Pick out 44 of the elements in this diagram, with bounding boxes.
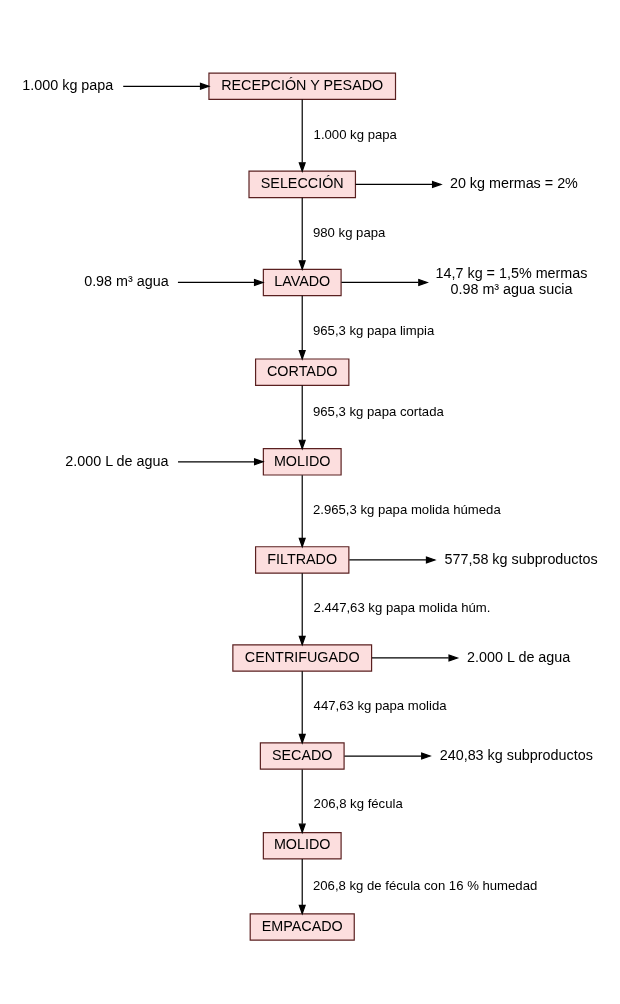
arrow <box>298 294 306 361</box>
edge-label: 965,3 kg papa limpia <box>312 322 435 338</box>
edge-label: 206,8 kg de fécula con 16 % humedad <box>312 877 538 893</box>
arrow <box>177 457 265 466</box>
node-box: CENTRIFUGADO <box>232 643 373 672</box>
arrow <box>298 384 306 450</box>
arrow <box>340 278 429 286</box>
node-box: MOLIDO <box>262 447 342 476</box>
edge-label: 2.965,3 kg papa molida húmeda <box>312 501 501 517</box>
node-box: SECADO <box>259 741 345 770</box>
arrow <box>354 180 443 188</box>
node-box: MOLIDO <box>262 831 342 859</box>
arrow <box>298 98 306 173</box>
arrow <box>298 474 306 548</box>
node-box: CORTADO <box>255 357 350 386</box>
arrow <box>298 768 306 834</box>
arrow <box>122 82 211 90</box>
node-box: LAVADO <box>262 268 342 296</box>
node-text: 577,58 kg subproductos <box>444 550 598 567</box>
node-text: 14,7 kg = 1,5% mermas 0.98 m³ agua sucia <box>435 264 588 297</box>
node-text: 1.000 kg papa <box>22 76 114 93</box>
arrow <box>343 751 432 760</box>
arrow <box>298 670 306 745</box>
edge-label: 447,63 kg papa molida <box>313 697 447 713</box>
arrow <box>298 572 306 647</box>
arrow <box>348 555 437 564</box>
node-text: 0.98 m³ agua <box>84 272 169 289</box>
node-text: 240,83 kg subproductos <box>439 746 593 763</box>
node-box: RECEPCIÓN Y PESADO <box>208 72 397 100</box>
node-text: 20 kg mermas = 2% <box>449 174 578 191</box>
edge-label: 1.000 kg papa <box>313 126 397 142</box>
arrow <box>298 196 306 271</box>
node-box: FILTRADO <box>255 545 350 574</box>
arrow <box>371 653 460 662</box>
node-text: 2.000 L de agua <box>65 452 169 469</box>
edge-label: 206,8 kg fécula <box>313 795 403 811</box>
edge-label: 965,3 kg papa cortada <box>312 403 444 419</box>
edge-label: 2.447,63 kg papa molida húm. <box>313 599 491 615</box>
arrow <box>298 857 306 916</box>
node-text: 2.000 L de agua <box>467 648 571 665</box>
node-box: EMPACADO <box>249 912 355 941</box>
edge-label: 980 kg papa <box>312 224 386 240</box>
arrow <box>177 278 265 286</box>
node-box: SELECCIÓN <box>248 170 357 198</box>
